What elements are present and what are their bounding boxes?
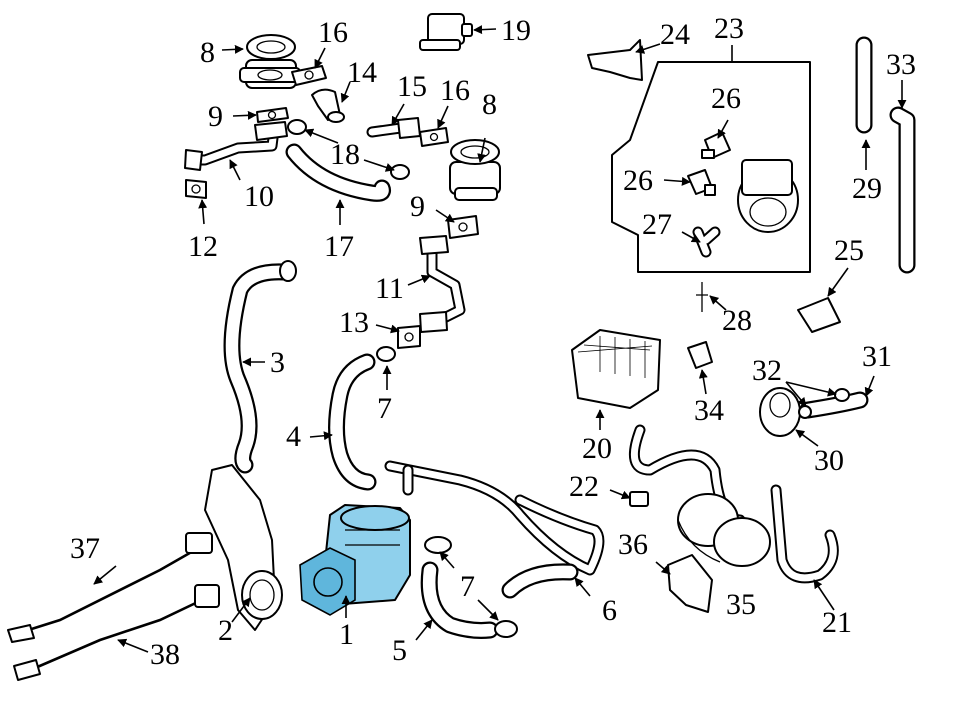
callout-25: 25 — [834, 234, 864, 267]
callout-10: 10 — [244, 180, 274, 213]
hose-33 — [889, 106, 916, 274]
hose-5 — [420, 561, 499, 639]
callout-31: 31 — [862, 340, 892, 373]
callout-21: 21 — [822, 606, 852, 639]
hose-17 — [285, 143, 391, 202]
filter-20 — [571, 329, 661, 409]
callout-36: 36 — [618, 528, 648, 561]
callout-20: 20 — [582, 432, 612, 465]
callout-29: 29 — [852, 172, 882, 205]
pipe-10 — [184, 121, 288, 171]
pump-assembly — [737, 159, 799, 233]
bracket-2 — [204, 464, 283, 631]
oxygen-sensor-38 — [13, 584, 220, 681]
callout-5: 5 — [392, 634, 407, 667]
clip-22 — [629, 491, 649, 507]
elbow-14 — [311, 88, 345, 123]
resonator-35 — [677, 493, 771, 567]
pipe-6 — [384, 460, 605, 599]
callout-2: 2 — [218, 614, 233, 647]
bracket-24 — [587, 39, 643, 81]
callout-28: 28 — [722, 304, 752, 337]
pipe-11 — [419, 235, 466, 333]
valve-26-lower — [687, 169, 716, 196]
gasket-9-upper — [256, 107, 289, 123]
gasket-16-lower — [419, 127, 449, 147]
callout-16-upper: 16 — [318, 16, 348, 49]
leader-lines — [93, 25, 907, 653]
callout-17: 17 — [324, 230, 354, 263]
callout-26-upper: 26 — [711, 82, 741, 115]
valve-19 — [419, 13, 473, 51]
callout-27: 27 — [642, 208, 672, 241]
callout-8-lower: 8 — [482, 88, 497, 121]
gasket-13 — [397, 325, 421, 349]
callout-6: 6 — [602, 594, 617, 627]
air-pump-1 — [299, 504, 411, 616]
valve-8-lower — [449, 139, 501, 201]
callout-26-lower: 26 — [623, 164, 653, 197]
tube-15 — [366, 117, 421, 139]
callout-16-lower: 16 — [440, 74, 470, 107]
callout-4: 4 — [286, 420, 301, 453]
bracket-25 — [797, 297, 841, 333]
valve-30 — [759, 387, 801, 437]
callout-38: 38 — [150, 638, 180, 671]
callout-8-upper: 8 — [200, 36, 215, 69]
callout-11: 11 — [375, 272, 404, 305]
callout-7-lower: 7 — [460, 570, 475, 603]
callout-30: 30 — [814, 444, 844, 477]
callout-37: 37 — [70, 532, 100, 565]
hose-4 — [328, 353, 377, 491]
callout-22: 22 — [569, 470, 599, 503]
cap-34 — [687, 341, 713, 369]
callout-15: 15 — [397, 70, 427, 103]
callout-19: 19 — [501, 14, 531, 47]
callout-9-upper: 9 — [208, 100, 223, 133]
clamp-7-upper — [376, 346, 396, 362]
bracket-36 — [667, 554, 713, 613]
gasket-9-lower — [447, 215, 479, 239]
callout-23: 23 — [714, 12, 744, 45]
callout-3: 3 — [270, 346, 285, 379]
callout-9-lower: 9 — [410, 190, 425, 223]
callout-12: 12 — [188, 230, 218, 263]
oxygen-sensor-37 — [7, 532, 213, 643]
valve-8-upper — [239, 34, 301, 89]
connector-28 — [696, 282, 708, 312]
callout-33: 33 — [886, 48, 916, 81]
callout-24: 24 — [660, 18, 690, 51]
gasket-16-upper — [291, 65, 327, 86]
hose-31 — [799, 391, 869, 419]
clamp-32 — [798, 388, 850, 419]
callout-18: 18 — [330, 138, 360, 171]
gasket-12 — [185, 179, 207, 199]
callout-14: 14 — [347, 56, 377, 89]
callout-32: 32 — [752, 354, 782, 387]
callout-1: 1 — [339, 618, 354, 651]
callout-13: 13 — [339, 306, 369, 339]
callout-7-upper: 7 — [377, 392, 392, 425]
hose-3 — [223, 260, 297, 474]
callout-34: 34 — [694, 394, 724, 427]
callout-35: 35 — [726, 588, 756, 621]
clamp-18 — [287, 119, 410, 180]
callout-labels: 1 2 3 4 5 6 7 7 8 8 9 9 10 11 12 13 14 1… — [70, 12, 916, 671]
clamp-7-lower — [424, 536, 518, 638]
